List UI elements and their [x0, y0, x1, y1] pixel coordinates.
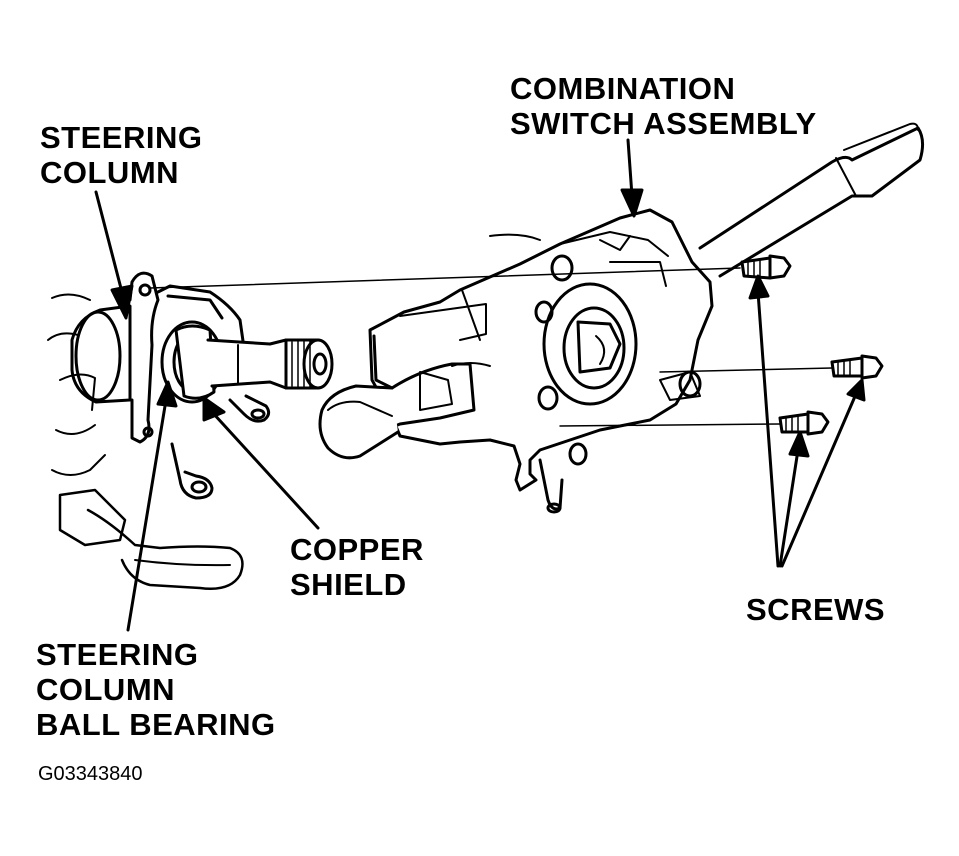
label-line: COLUMN — [40, 155, 180, 190]
combination-switch-drawing — [318, 122, 925, 514]
screw-3 — [778, 410, 830, 436]
label-line: COLUMN — [36, 672, 176, 707]
figure-code: G03343840 — [38, 763, 143, 785]
screws-drawing — [740, 254, 884, 436]
label-line: SCREWS — [746, 592, 886, 627]
label-line: BALL BEARING — [36, 707, 276, 742]
leader-lines — [94, 138, 866, 632]
label-line: COMBINATION — [510, 71, 736, 106]
label-screws: SCREWS — [746, 592, 885, 627]
screw-2 — [830, 354, 884, 380]
steering-column-drawing — [47, 271, 334, 590]
label-line: COPPER — [290, 532, 424, 567]
label-line: STEERING — [36, 637, 199, 672]
label-line: SHIELD — [290, 567, 407, 602]
label-line: STEERING — [40, 120, 203, 155]
screw-1 — [740, 254, 792, 280]
label-combination-switch-assembly: COMBINATION SWITCH ASSEMBLY — [510, 71, 817, 141]
label-line: SWITCH ASSEMBLY — [510, 106, 817, 141]
label-steering-column: STEERING COLUMN — [40, 120, 202, 190]
label-copper-shield: COPPER SHIELD — [290, 532, 424, 602]
label-steering-column-ball-bearing: STEERING COLUMN BALL BEARING — [36, 637, 276, 742]
alignment-lines — [149, 267, 833, 427]
